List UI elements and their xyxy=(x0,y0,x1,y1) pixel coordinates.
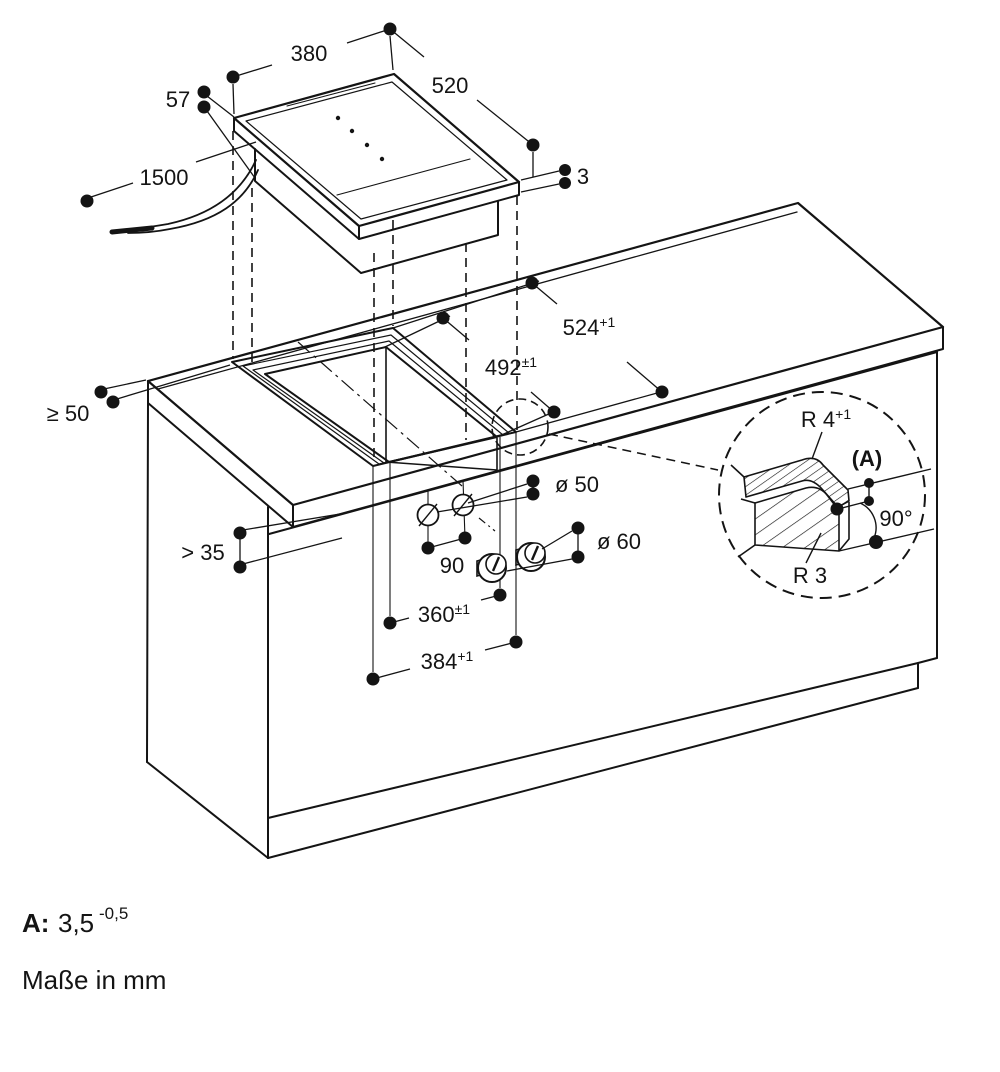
glass-marking-line xyxy=(336,158,471,196)
detail-radius-bottom-label: R 3 xyxy=(793,563,827,588)
dim-rebate-depth-label: 524+1 xyxy=(563,314,616,340)
detail-source-circle xyxy=(491,398,549,456)
angle-arc xyxy=(859,502,877,539)
cutout-centerline xyxy=(297,341,463,487)
dim-cutout-depth-label: 492±1 xyxy=(485,354,537,380)
dim-cable-length-label: 1500 xyxy=(140,165,189,190)
control-knob-1 xyxy=(476,553,507,583)
dim-knob-diameter xyxy=(506,521,585,572)
dim-side-clearance-label: ≥ 50 xyxy=(47,401,90,426)
cooktop xyxy=(109,72,521,274)
dim-hole-diameter xyxy=(436,474,540,513)
dim-glass-edge xyxy=(520,164,571,193)
units-note: Maße in mm xyxy=(22,965,166,995)
detail-magnifier-circle xyxy=(718,391,926,599)
detail-ref-a-label: (A) xyxy=(852,446,883,471)
dim-hole-spacing-label: 90 xyxy=(440,553,464,578)
dim-cable-length xyxy=(80,141,257,208)
glass-control-dots xyxy=(335,115,385,162)
detail-callout xyxy=(491,391,935,599)
power-cable xyxy=(109,159,259,235)
dim-cutout-depth xyxy=(384,311,561,438)
cooktop-chassis xyxy=(254,148,499,274)
section-body xyxy=(754,486,840,552)
dim-hole-diameter-label: ø 50 xyxy=(555,472,599,497)
control-knob-2 xyxy=(515,542,546,572)
note-a-value: 3,5 xyxy=(58,908,94,938)
dim-glass-depth-label: 520 xyxy=(432,73,469,98)
note-a-tolerance: -0,5 xyxy=(99,904,128,923)
detail-radius-top-label: R 4+1 xyxy=(801,406,851,432)
dim-glass-edge-label: 3 xyxy=(577,164,589,189)
dim-knob-diameter-label: ø 60 xyxy=(597,529,641,554)
dim-height xyxy=(197,85,256,179)
dim-rebate-width xyxy=(366,432,523,686)
detail-angle-label: 90° xyxy=(879,506,912,531)
dim-below-worktop xyxy=(233,513,343,574)
dim-rebate-width-label: 384+1 xyxy=(421,648,474,674)
section-rebate-band xyxy=(743,457,850,508)
glass-marking-line xyxy=(286,82,376,107)
dim-below-worktop-label: > 35 xyxy=(181,540,224,565)
dim-height-label: 57 xyxy=(166,87,190,112)
knob-hole-1 xyxy=(416,490,440,548)
dimensions xyxy=(80,22,669,686)
dim-glass-depth xyxy=(389,28,540,177)
note-a-label: A: xyxy=(22,908,49,938)
dim-side-clearance xyxy=(94,364,231,409)
dim-cutout-width-label: 360±1 xyxy=(418,601,470,627)
dim-rebate-depth xyxy=(392,276,669,433)
control-knob-area xyxy=(416,474,585,583)
dim-glass-width-label: 380 xyxy=(291,41,328,66)
worktop-cabinet xyxy=(146,201,945,859)
knob-hole-2 xyxy=(451,479,475,539)
dim-hole-spacing xyxy=(421,531,472,555)
